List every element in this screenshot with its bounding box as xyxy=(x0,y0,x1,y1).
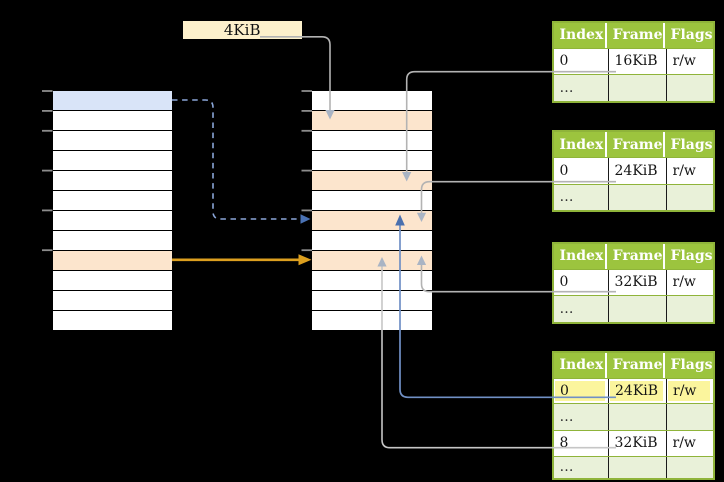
page-table-entry: 0 32KiB r/w xyxy=(553,268,713,295)
header-frame: Frame xyxy=(607,22,665,48)
pt-cell-flags xyxy=(666,457,713,478)
pt-cell-flags xyxy=(666,404,713,430)
physical-frame-page-table xyxy=(312,111,432,130)
page-table-entry-ellipsis: … xyxy=(553,295,713,322)
frame-size-label-text: 4KiB xyxy=(223,21,261,40)
pt-cell-index: … xyxy=(553,457,609,478)
page-table-entry-ellipsis: … xyxy=(553,456,713,478)
page-table-entry: 8 32KiB r/w xyxy=(553,429,713,457)
mapping-orange-arrow xyxy=(172,254,312,266)
physical-frame xyxy=(312,231,432,250)
page-table-header: Index Frame Flags xyxy=(553,243,713,269)
virtual-page xyxy=(52,211,172,230)
pt-cell-frame xyxy=(608,184,667,210)
page-table-entry-ellipsis: … xyxy=(553,403,713,430)
physical-frame xyxy=(312,131,432,150)
virtual-page xyxy=(52,271,172,290)
virtual-page xyxy=(52,191,172,210)
physical-frame-page-table xyxy=(312,171,432,190)
pt-cell-flags-highlighted: r/w xyxy=(667,379,713,404)
physical-frame xyxy=(312,271,432,290)
header-flags: Flags xyxy=(670,136,713,153)
pt-cell-flags: r/w xyxy=(672,162,696,179)
header-index: Index xyxy=(554,132,607,157)
pt-cell-frame xyxy=(608,75,667,101)
pt-cell-frame: 32KiB xyxy=(609,430,667,457)
pt-cell-frame xyxy=(608,404,667,430)
pt-cell-flags: r/w xyxy=(672,435,696,452)
page-table-32kib: Index Frame Flags 0 32KiB r/w … xyxy=(551,241,715,324)
header-flags: Flags xyxy=(670,27,713,44)
virtual-page xyxy=(52,231,172,250)
pt-cell-index: 0 xyxy=(554,269,609,295)
header-frame: Frame xyxy=(607,132,665,157)
virtual-address-ticks xyxy=(42,90,53,252)
header-flags: Flags xyxy=(670,248,713,264)
pt-cell-frame: 16KiB xyxy=(609,48,667,75)
page-table-entry-highlighted: 0 24KiB r/w xyxy=(553,377,713,404)
level2-page-table: Index Frame Flags 0 24KiB r/w … 8 32KiB … xyxy=(551,350,715,480)
pt-cell-index: 0 xyxy=(554,158,609,184)
header-frame: Frame xyxy=(607,243,665,269)
frame-size-label: 4KiB xyxy=(182,21,302,40)
pt-cell-flags xyxy=(666,184,713,210)
page-table-header: Index Frame Flags xyxy=(553,352,713,378)
pt-cell-flags xyxy=(666,296,713,322)
physical-frame-page-table xyxy=(312,211,432,230)
header-index: Index xyxy=(554,22,607,48)
pt-cell-flags xyxy=(666,75,713,101)
physical-frame xyxy=(312,151,432,170)
page-table-24kib: Index Frame Flags 0 24KiB r/w … xyxy=(551,130,715,212)
pt-cell-index: … xyxy=(553,75,609,101)
header-flags: Flags xyxy=(670,357,713,374)
physical-frame-page-table xyxy=(312,251,432,270)
virtual-memory-column xyxy=(52,91,172,330)
physical-frame xyxy=(312,311,432,330)
pt-cell-frame xyxy=(608,296,667,322)
virtual-page xyxy=(52,171,172,190)
header-index: Index xyxy=(554,352,607,378)
virtual-page-highlighted-blue xyxy=(52,91,172,110)
page-table-entry: 0 16KiB r/w xyxy=(553,47,713,75)
header-index: Index xyxy=(554,243,607,269)
physical-frame xyxy=(312,191,432,210)
physical-address-ticks xyxy=(301,90,312,252)
page-table-16kib: Index Frame Flags 0 16KiB r/w … xyxy=(551,20,715,103)
pt-cell-frame-highlighted: 24KiB xyxy=(609,378,667,404)
virtual-page xyxy=(52,151,172,170)
physical-frame xyxy=(312,91,432,110)
virtual-page xyxy=(52,311,172,330)
virtual-page xyxy=(52,131,172,150)
virtual-page-highlighted-orange xyxy=(52,251,172,270)
pt-cell-index: … xyxy=(553,184,609,210)
page-table-entry: 0 24KiB r/w xyxy=(553,157,713,184)
pt-cell-frame xyxy=(608,457,667,478)
header-frame: Frame xyxy=(607,352,665,378)
physical-frame xyxy=(312,291,432,310)
pt-cell-flags: r/w xyxy=(672,53,696,70)
page-table-header: Index Frame Flags xyxy=(553,22,713,48)
pt-cell-index: 0 xyxy=(554,48,609,75)
pt-cell-frame: 32KiB xyxy=(609,269,667,295)
page-table-entry-ellipsis: … xyxy=(553,183,713,210)
pt-cell-flags: r/w xyxy=(672,274,696,291)
pt-cell-index: … xyxy=(553,404,609,430)
pt-cell-index: … xyxy=(553,296,609,322)
pt-cell-frame: 24KiB xyxy=(609,158,667,184)
pt-cell-index-highlighted: 0 xyxy=(554,378,609,404)
virtual-page xyxy=(52,111,172,130)
virtual-page xyxy=(52,291,172,310)
page-table-header: Index Frame Flags xyxy=(553,132,713,157)
pt-cell-index: 8 xyxy=(554,430,609,457)
translation-dashed-arrow xyxy=(172,99,311,224)
physical-memory-column xyxy=(312,91,432,330)
page-table-entry-ellipsis: … xyxy=(553,74,713,101)
